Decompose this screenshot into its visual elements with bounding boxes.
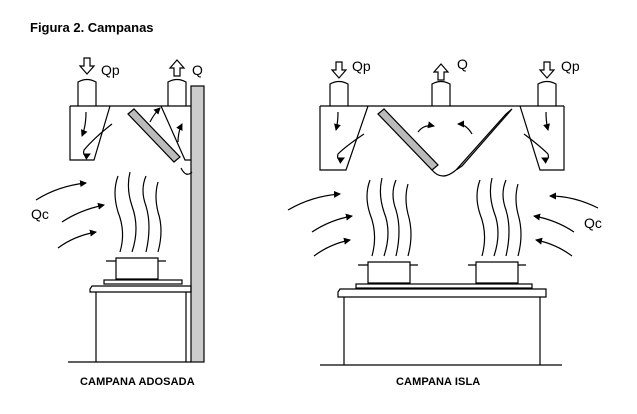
island-hood-diagram xyxy=(287,61,599,366)
steam-plume xyxy=(502,179,510,257)
hood-body xyxy=(319,105,565,171)
cooking-pot xyxy=(115,257,159,280)
label-qp: Qp xyxy=(101,62,120,78)
label-q: Q xyxy=(457,56,468,72)
room-air-arrow xyxy=(535,237,573,257)
grease-filter xyxy=(455,108,513,171)
qp-inflow-arrow-icon xyxy=(538,61,556,79)
room-air-arrow xyxy=(35,180,87,201)
label-qp-right: Qp xyxy=(561,58,580,74)
steam-plume xyxy=(405,183,412,257)
air-flow-arrow xyxy=(83,123,113,160)
steam-plume xyxy=(366,179,376,257)
steam-plume xyxy=(142,175,150,253)
fresh-air-duct xyxy=(537,80,557,106)
air-flow-arrow xyxy=(176,123,183,143)
q-outflow-arrow-icon xyxy=(168,59,186,77)
air-flow-arrow xyxy=(457,120,473,135)
room-air-arrow xyxy=(549,192,599,209)
exhaust-duct xyxy=(167,78,187,106)
stove-top xyxy=(103,279,183,285)
steam-plume xyxy=(489,177,499,257)
steam-plume xyxy=(379,177,389,257)
steam-plume xyxy=(127,171,137,253)
counter-cabinet xyxy=(343,297,541,365)
air-flow-arrow xyxy=(337,133,365,164)
hood-body xyxy=(69,105,191,161)
wall-mounted-hood-diagram xyxy=(35,57,205,363)
room-air-arrow xyxy=(313,237,351,257)
room-air-arrow xyxy=(533,213,575,233)
steam-plume xyxy=(476,179,486,257)
air-flow-arrow xyxy=(80,111,88,137)
air-flow-arrow xyxy=(543,111,550,131)
stove-top xyxy=(355,283,533,289)
room-air-arrow xyxy=(61,202,105,223)
air-flow-arrow xyxy=(417,121,435,133)
air-flow-arrow xyxy=(149,107,161,123)
label-qc: Qc xyxy=(31,206,49,222)
steam-plume xyxy=(392,179,400,257)
steam-plume xyxy=(515,183,522,257)
cooking-pot xyxy=(475,261,519,284)
air-flow-arrow xyxy=(523,133,549,164)
fresh-air-duct xyxy=(329,80,349,106)
steam-plume xyxy=(114,175,124,253)
counter-cabinet xyxy=(95,292,187,362)
caption-wall-mounted-hood: CAMPANA ADOSADA xyxy=(80,376,195,388)
exhaust-duct xyxy=(431,80,451,106)
steam-plume xyxy=(155,181,162,253)
qp-inflow-arrow-icon xyxy=(78,57,96,75)
grease-filter xyxy=(127,108,181,163)
label-qc: Qc xyxy=(584,215,602,231)
label-q: Q xyxy=(192,62,203,78)
air-flow-arrow xyxy=(334,111,341,131)
qp-inflow-arrow-icon xyxy=(330,61,348,79)
label-qp-left: Qp xyxy=(352,58,371,74)
q-outflow-arrow-icon xyxy=(432,63,450,81)
room-air-arrow xyxy=(311,213,353,233)
figure-title: Figura 2. Campanas xyxy=(30,20,154,35)
counter-top xyxy=(89,285,192,293)
cooking-pot xyxy=(367,261,411,284)
fresh-air-duct xyxy=(77,78,97,106)
room-air-arrow xyxy=(57,229,97,249)
counter-top xyxy=(337,288,547,298)
caption-island-hood: CAMPANA ISLA xyxy=(396,376,481,388)
room-air-arrow xyxy=(287,190,341,211)
grease-filter xyxy=(377,108,439,171)
wall xyxy=(190,85,205,363)
